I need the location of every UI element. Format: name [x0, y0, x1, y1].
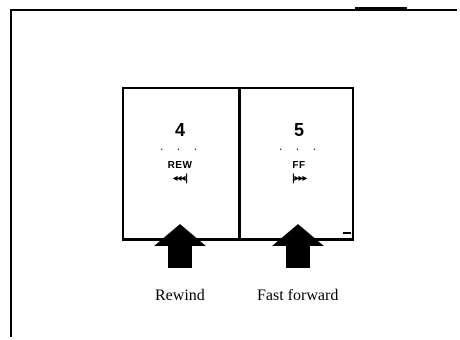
button-code: REW — [167, 160, 193, 171]
frame-top-edge — [355, 7, 407, 10]
rewind-caption: Rewind — [155, 287, 205, 304]
fast-forward-caption: Fast forward — [257, 287, 339, 304]
keypad-divider — [238, 87, 241, 241]
button-dots: · · · — [158, 145, 201, 155]
fast-forward-icon: |▸▸▸ — [291, 173, 308, 184]
page-frame — [10, 9, 457, 337]
up-arrow-icon — [272, 224, 324, 268]
rewind-icon: ◂◂◂| — [172, 173, 189, 184]
rewind-button[interactable]: 4 · · · REW ◂◂◂| — [122, 120, 238, 185]
button-number: 4 — [174, 120, 185, 140]
button-dots: · · · — [277, 145, 320, 155]
button-number: 5 — [293, 120, 304, 140]
button-code: FF — [292, 160, 306, 171]
up-arrow-icon — [154, 224, 206, 268]
keypad-corner-mark — [343, 232, 351, 234]
fast-forward-button[interactable]: 5 · · · FF |▸▸▸ — [241, 120, 357, 185]
